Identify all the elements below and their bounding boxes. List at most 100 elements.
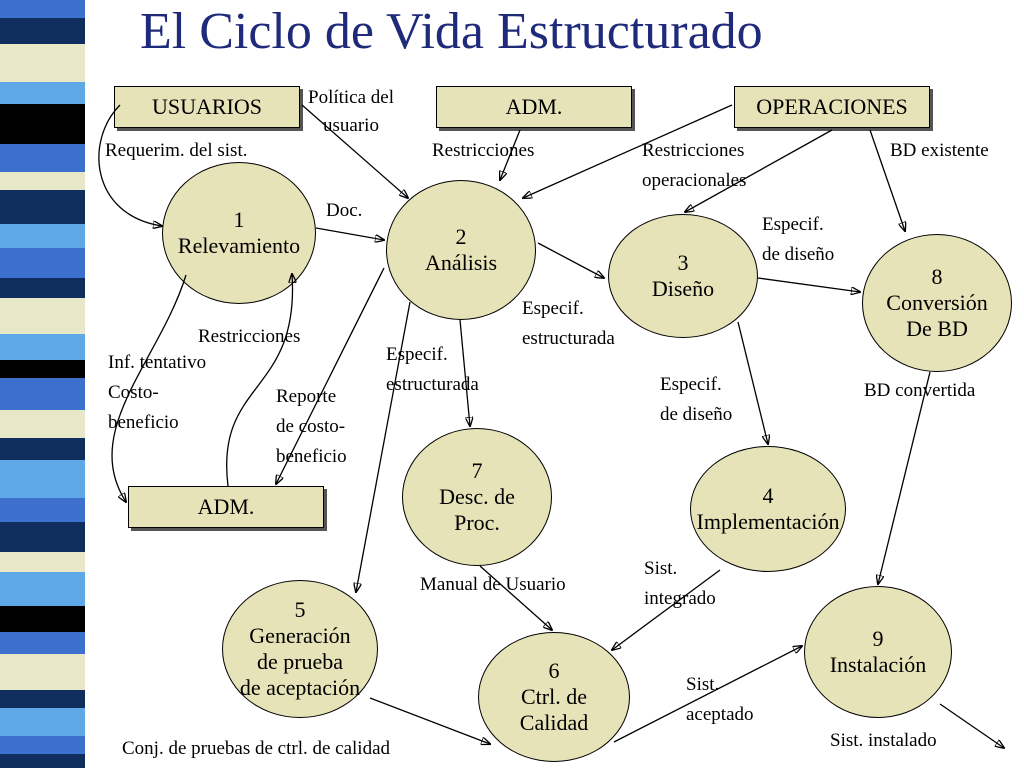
stripe-block: [0, 360, 85, 378]
label-conj-pruebas: Conj. de pruebas de ctrl. de calidad: [122, 738, 391, 759]
stripe-block: [0, 44, 85, 82]
stripe-block: [0, 248, 85, 278]
label-line: usuario: [323, 115, 379, 136]
label-line: Restricciones: [642, 140, 745, 161]
process-number: 1: [233, 207, 245, 232]
label-line: Costo-: [108, 382, 159, 403]
stripe-block: [0, 298, 85, 334]
process-name: Diseño: [651, 276, 715, 301]
process-name: Conversión: [886, 290, 988, 315]
stripe-block: [0, 736, 85, 754]
entity-operaciones[interactable]: OPERACIONES: [734, 86, 930, 128]
label-restricciones-mid: Restricciones: [198, 326, 301, 347]
process-7-desc-proc[interactable]: 7 Desc. de Proc.: [402, 428, 552, 566]
arrow-analisis-diseno: [537, 242, 604, 278]
process-number: 2: [455, 224, 467, 249]
label-line: Sist.: [686, 674, 720, 695]
process-3-diseno[interactable]: 3 Diseño: [608, 214, 758, 338]
process-2-analisis[interactable]: 2 Análisis: [386, 180, 536, 320]
process-name: Instalación: [829, 652, 927, 677]
label-sist-aceptado: Sist. aceptado: [686, 670, 754, 730]
label-especif-diseno-mid: Especif. de diseño: [660, 370, 732, 430]
process-8-conversion[interactable]: 8 Conversión De BD: [862, 234, 1012, 372]
stripe-block: [0, 572, 85, 606]
stripe-block: [0, 144, 85, 172]
process-number: 3: [677, 250, 689, 275]
label-especif-estructurada-left: Especif. estructurada: [386, 340, 479, 400]
process-6-ctrl-calidad[interactable]: 6 Ctrl. de Calidad: [478, 632, 630, 762]
process-name: Desc. de: [439, 484, 515, 509]
stripe-block: [0, 82, 85, 104]
label-line: Reporte: [276, 386, 337, 407]
stripe-block: [0, 754, 85, 768]
entity-usuarios[interactable]: USUARIOS: [114, 86, 300, 128]
stripe-block: [0, 410, 85, 438]
process-name: Generación: [249, 623, 351, 648]
process-number: 6: [548, 658, 560, 683]
process-name: Ctrl. de: [521, 684, 587, 709]
label-line: Sist.: [644, 558, 678, 579]
stripe-block: [0, 632, 85, 654]
label-sist-instalado: Sist. instalado: [830, 730, 937, 751]
label-politica-usuario: Política del usuario: [308, 84, 394, 140]
process-number: 7: [471, 458, 483, 483]
stripe-block: [0, 606, 85, 632]
label-inf-tentativo: Inf. tentativo Costo- beneficio: [108, 348, 206, 438]
stripe-block: [0, 278, 85, 298]
label-restricciones-operacionales: Restricciones operacionales: [642, 136, 746, 196]
process-1-relevamiento[interactable]: 1 Relevamiento: [162, 162, 316, 304]
process-9-instalacion[interactable]: 9 Instalación: [804, 586, 952, 718]
stripe-block: [0, 18, 85, 44]
label-line: estructurada: [386, 374, 479, 395]
process-name-line3: de aceptación: [239, 675, 361, 700]
label-manual-usuario: Manual de Usuario: [420, 574, 566, 595]
arrow-diseno-implementacion: [737, 321, 768, 444]
stripe-block: [0, 224, 85, 248]
label-line: Política del: [308, 87, 395, 108]
process-name-line2: De BD: [906, 316, 968, 341]
stripe-block: [0, 190, 85, 224]
label-line: beneficio: [276, 446, 347, 467]
process-number: 9: [872, 626, 884, 651]
arrow-diseno-conversion: [757, 277, 860, 292]
label-line: integrado: [644, 588, 716, 609]
process-name-line2: Proc.: [454, 510, 500, 535]
label-line: estructurada: [522, 328, 615, 349]
process-name-line2: de prueba: [256, 649, 344, 674]
label-restricciones-top: Restricciones: [432, 140, 535, 161]
label-especif-estructurada-right: Especif. estructurada: [522, 294, 615, 354]
entity-adm-top[interactable]: ADM.: [436, 86, 632, 128]
label-line: de diseño: [660, 404, 733, 425]
label-bd-convertida: BD convertida: [864, 380, 976, 401]
process-4-implementacion[interactable]: 4 Implementación: [690, 446, 846, 572]
label-line: Especif.: [660, 374, 722, 395]
process-name: Relevamiento: [177, 233, 301, 258]
stripe-block: [0, 654, 85, 690]
decorative-stripe: [0, 0, 85, 768]
process-name-line2: Calidad: [519, 710, 589, 735]
label-line: beneficio: [108, 412, 179, 433]
page-title: El Ciclo de Vida Estructurado: [140, 3, 763, 60]
stripe-block: [0, 172, 85, 190]
process-number: 8: [931, 264, 943, 289]
arrow-instalacion-out: [939, 703, 1004, 748]
label-doc: Doc.: [326, 200, 363, 221]
process-number: 5: [294, 597, 306, 622]
entity-adm-bottom[interactable]: ADM.: [128, 486, 324, 528]
stripe-block: [0, 552, 85, 572]
stripe-block: [0, 438, 85, 460]
process-name: Análisis: [424, 250, 498, 275]
stripe-block: [0, 460, 85, 498]
stripe-block: [0, 498, 85, 522]
label-sist-integrado: Sist. integrado: [644, 554, 716, 614]
arrow-relevamiento-analisis: [315, 227, 384, 240]
label-bd-existente: BD existente: [890, 140, 989, 161]
stripe-block: [0, 522, 85, 552]
label-reporte-costo-beneficio: Reporte de costo- beneficio: [276, 382, 347, 472]
label-line: de diseño: [762, 244, 835, 265]
label-line: Especif.: [386, 344, 448, 365]
process-name: Implementación: [696, 509, 840, 534]
label-line: aceptado: [686, 704, 754, 725]
label-line: Inf. tentativo: [108, 352, 207, 373]
process-5-generacion[interactable]: 5 Generación de prueba de aceptación: [222, 580, 378, 718]
